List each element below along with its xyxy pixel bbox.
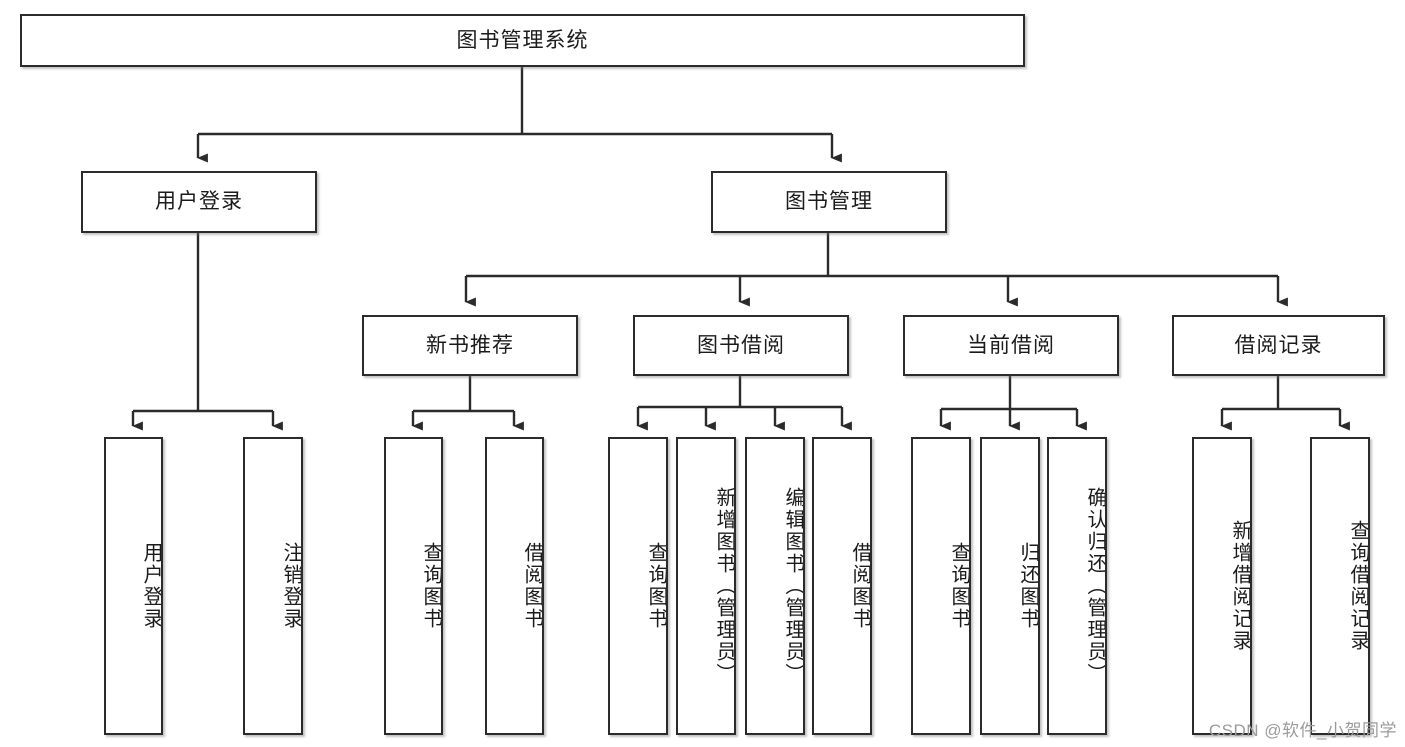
node-label: 归还图书 [1017,542,1039,630]
node-label: 查询图书 [420,542,442,630]
csdn-watermark: CSDN @软件_小贺同学 [1208,721,1397,740]
node-label: 图书管理 [785,190,873,214]
node-label: 编辑图书（管理员） [782,487,804,685]
node-leaf-edit-book[interactable]: 编辑图书（管理员） [745,437,805,735]
node-label: 借阅图书 [849,542,871,630]
node-label: 确认归还（管理员） [1084,487,1106,685]
node-leaf-query-book-1[interactable]: 查询图书 [384,437,443,735]
node-label: 新增图书（管理员） [713,487,735,685]
node-leaf-borrow-book-1[interactable]: 借阅图书 [485,437,544,735]
node-leaf-borrow-book-2[interactable]: 借阅图书 [812,437,872,735]
node-current-borrow[interactable]: 当前借阅 [903,315,1119,376]
node-book-management-system[interactable]: 图书管理系统 [20,14,1025,67]
node-label: 新书推荐 [426,333,514,357]
node-user-login[interactable]: 用户登录 [81,171,317,233]
node-label: 借阅图书 [521,542,543,630]
node-label: 用户登录 [155,190,243,214]
node-leaf-query-book-3[interactable]: 查询图书 [911,437,971,735]
node-leaf-query-book-2[interactable]: 查询图书 [608,437,668,735]
node-leaf-query-record[interactable]: 查询借阅记录 [1310,437,1370,735]
node-label: 当前借阅 [967,333,1055,357]
node-new-book-recommend[interactable]: 新书推荐 [362,315,578,376]
node-label: 图书借阅 [697,333,785,357]
node-leaf-return-book[interactable]: 归还图书 [980,437,1040,735]
node-leaf-logout[interactable]: 注销登录 [243,437,303,735]
node-leaf-user-login[interactable]: 用户登录 [104,437,163,735]
node-leaf-add-book[interactable]: 新增图书（管理员） [676,437,736,735]
node-label: 查询图书 [948,542,970,630]
node-label: 注销登录 [280,542,302,630]
node-leaf-confirm-return[interactable]: 确认归还（管理员） [1047,437,1107,735]
node-label: 查询图书 [645,542,667,630]
node-book-borrow[interactable]: 图书借阅 [633,315,849,376]
node-label: 新增借阅记录 [1229,520,1251,652]
node-leaf-add-record[interactable]: 新增借阅记录 [1192,437,1252,735]
node-book-manage[interactable]: 图书管理 [711,171,947,233]
node-label: 用户登录 [140,542,162,630]
node-borrow-record[interactable]: 借阅记录 [1172,315,1385,376]
node-label: 查询借阅记录 [1347,520,1369,652]
node-label: 借阅记录 [1234,333,1323,357]
node-label: 图书管理系统 [456,28,589,52]
